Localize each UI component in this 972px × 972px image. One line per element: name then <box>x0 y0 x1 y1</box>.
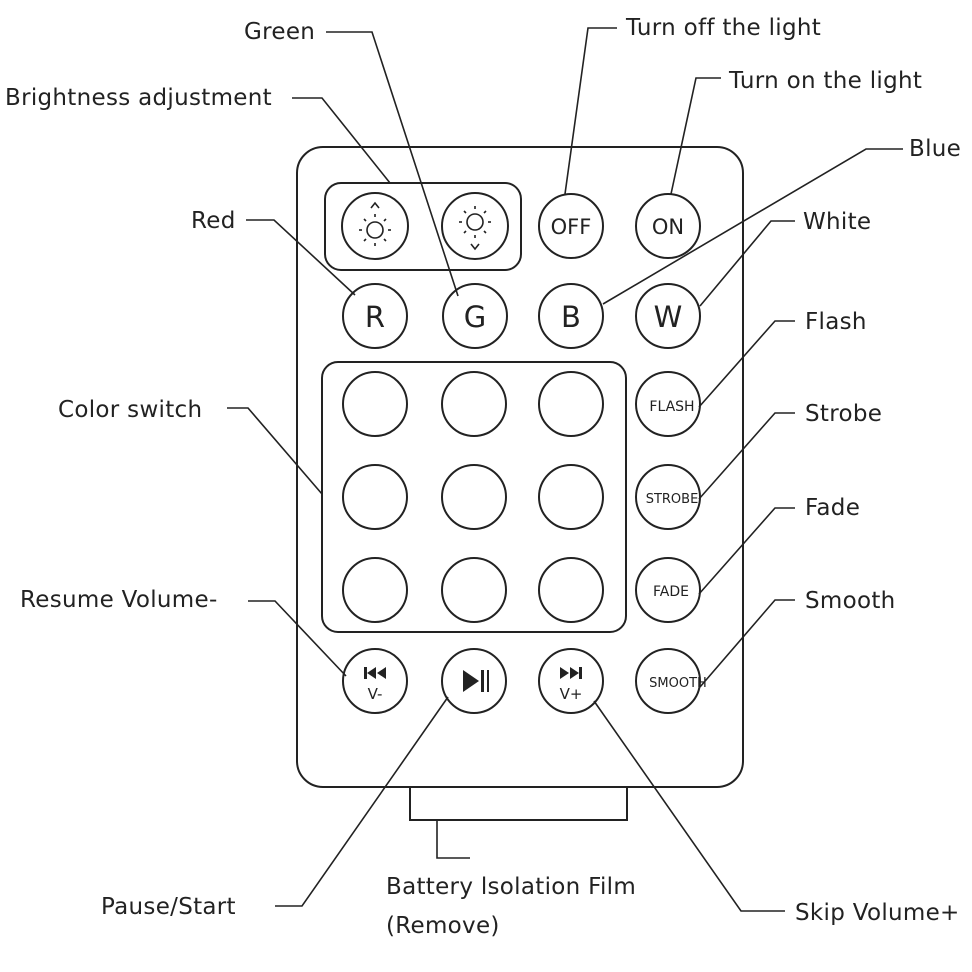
previous-volume-down-button[interactable]: V- <box>342 648 408 714</box>
color-button[interactable] <box>342 464 408 530</box>
color-button[interactable] <box>538 557 604 623</box>
volume-up-label: V+ <box>560 685 583 703</box>
callout-flash: Flash <box>805 309 867 335</box>
leader-turn-on <box>670 77 721 195</box>
on-button[interactable]: ON <box>635 193 701 259</box>
strobe-label: STROBE <box>646 492 699 507</box>
callout-fade: Fade <box>805 495 861 521</box>
callout-turn-off: Turn off the light <box>626 15 822 41</box>
leader-turn-off <box>564 27 617 195</box>
next-volume-up-button[interactable]: V+ <box>538 648 604 714</box>
leader-resume <box>248 600 347 677</box>
leader-blue <box>602 148 903 305</box>
leader-lines <box>227 27 903 912</box>
callout-brightness: Brightness adjustment <box>5 85 272 111</box>
leader-battery <box>436 820 470 859</box>
off-button[interactable]: OFF <box>538 193 604 259</box>
white-button[interactable]: W <box>635 283 701 349</box>
color-button[interactable] <box>538 464 604 530</box>
on-label: ON <box>652 215 684 239</box>
leader-color-switch <box>227 407 323 495</box>
leader-strobe <box>698 412 795 500</box>
color-switch-group <box>321 361 627 633</box>
fade-button[interactable]: FADE <box>635 557 701 623</box>
green-label: G <box>464 300 486 334</box>
blue-label: B <box>561 300 581 334</box>
callout-red: Red <box>191 208 236 234</box>
color-button[interactable] <box>342 371 408 437</box>
off-label: OFF <box>551 215 592 239</box>
callout-battery-line2: (Remove) <box>386 913 500 939</box>
leader-pause <box>275 696 449 907</box>
color-button[interactable] <box>538 371 604 437</box>
leader-brightness <box>292 97 391 184</box>
green-button[interactable]: G <box>442 283 508 349</box>
callout-color-switch: Color switch <box>58 397 203 423</box>
leader-skip <box>593 700 785 912</box>
strobe-button[interactable]: STROBE <box>635 464 701 530</box>
brightness-up-button[interactable] <box>341 192 409 260</box>
leader-smooth <box>699 599 795 688</box>
smooth-button[interactable]: SMOOTH <box>635 648 707 714</box>
callout-strobe: Strobe <box>805 401 883 427</box>
play-pause-icon <box>463 670 489 692</box>
callout-battery-line1: Battery lsolation Film <box>386 874 637 900</box>
brightness-group <box>324 182 522 271</box>
color-button[interactable] <box>441 464 507 530</box>
next-track-icon <box>560 667 582 679</box>
brightness-down-icon <box>459 206 491 251</box>
leader-flash <box>698 320 795 408</box>
red-button[interactable]: R <box>342 283 408 349</box>
remote-body <box>296 146 744 788</box>
battery-tab <box>409 787 628 821</box>
red-label: R <box>365 300 385 334</box>
callout-pause-start: Pause/Start <box>101 894 236 920</box>
callout-green: Green <box>244 19 316 45</box>
callout-resume-volume: Resume Volume- <box>20 587 218 613</box>
play-pause-button[interactable] <box>441 648 507 714</box>
brightness-up-icon <box>359 201 391 246</box>
leader-fade <box>698 507 795 595</box>
leader-white <box>699 220 795 307</box>
leader-red <box>246 219 356 296</box>
color-button[interactable] <box>342 557 408 623</box>
brightness-down-button[interactable] <box>441 192 509 260</box>
previous-track-icon <box>364 667 386 679</box>
fade-label: FADE <box>653 584 689 600</box>
smooth-label: SMOOTH <box>649 676 707 691</box>
flash-button[interactable]: FLASH <box>635 371 701 437</box>
color-button[interactable] <box>441 557 507 623</box>
callout-smooth: Smooth <box>805 588 896 614</box>
callout-white: White <box>803 209 872 235</box>
blue-button[interactable]: B <box>538 283 604 349</box>
white-label: W <box>654 300 683 334</box>
volume-down-label: V- <box>368 685 383 703</box>
color-button[interactable] <box>441 371 507 437</box>
flash-label: FLASH <box>649 399 694 415</box>
callout-skip-volume: Skip Volume+ <box>795 900 960 926</box>
callout-blue: Blue <box>909 136 962 162</box>
callout-turn-on: Turn on the light <box>729 68 923 94</box>
leader-green <box>326 31 459 297</box>
